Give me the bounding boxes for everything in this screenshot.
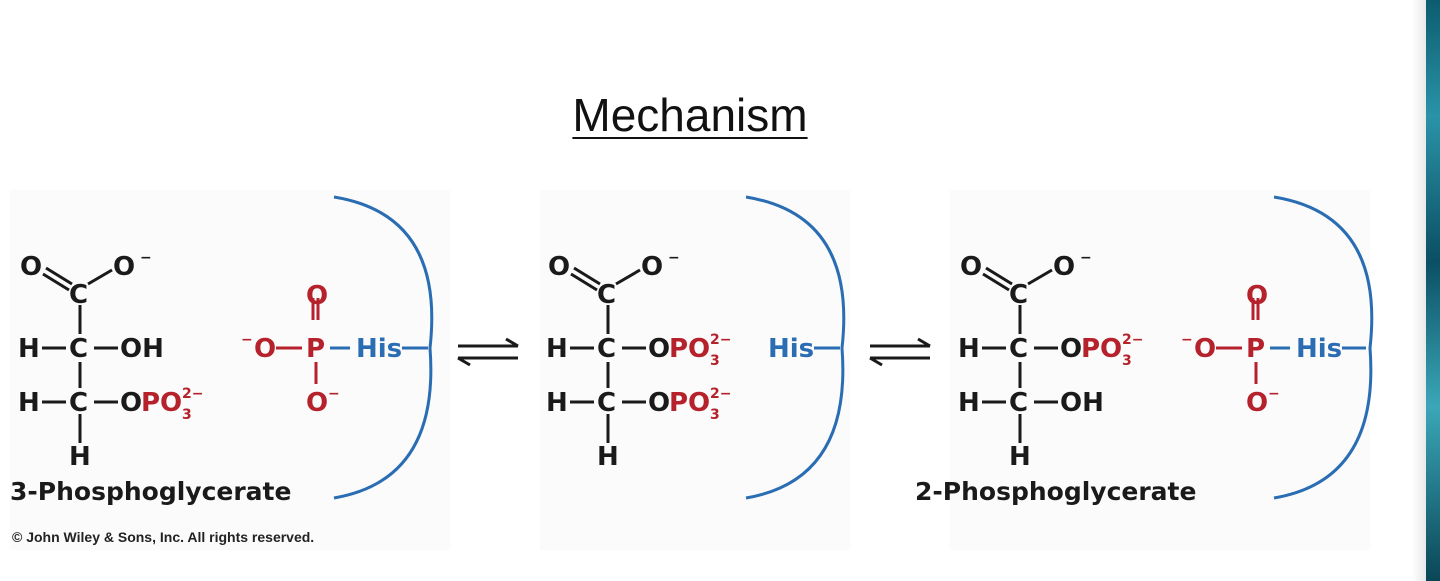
atom-o: O (20, 252, 42, 282)
superscript-2minus: 2− (1122, 332, 1143, 348)
panel-middle (540, 190, 850, 550)
atom-o: O (1246, 281, 1268, 311)
atom-c: C (69, 280, 88, 310)
atom-h: H (1009, 442, 1031, 472)
atom-c: C (597, 388, 616, 418)
charge-minus: − (1268, 386, 1280, 402)
atom-o: O (548, 252, 570, 282)
histidine-label: His (356, 334, 402, 364)
window-edge-strip (1426, 0, 1440, 581)
enzyme-pocket-left (333, 195, 434, 500)
panel-left (10, 190, 450, 550)
histidine-label: His (768, 334, 814, 364)
phosphohistidine-left: O − O P His O − (241, 281, 428, 418)
phosphate-po: PO (141, 388, 182, 418)
atom-c: C (69, 388, 88, 418)
subscript-3: 3 (710, 353, 720, 369)
compound-name-left: 3-Phosphoglycerate (10, 477, 291, 506)
atom-c: C (1009, 334, 1028, 364)
charge-minus: − (241, 332, 253, 348)
atom-h: H (18, 388, 40, 418)
atom-h: H (597, 442, 619, 472)
atom-h: H (69, 442, 91, 472)
hydroxyl-group: OH (1060, 388, 1104, 418)
histidine-middle: His (768, 334, 840, 364)
charge-minus: − (668, 250, 680, 266)
atom-o: O (648, 334, 670, 364)
charge-minus: − (328, 386, 340, 402)
superscript-2minus: 2− (182, 386, 203, 402)
atom-c: C (69, 334, 88, 364)
atom-o: O (120, 388, 142, 418)
compound-3-phosphoglycerate: O O − C H C OH H C O PO 3 2− H (18, 250, 203, 472)
enzyme-pocket-middle (745, 195, 846, 500)
slide-title: Mechanism (572, 89, 808, 141)
atom-h: H (958, 334, 980, 364)
compound-name-right: 2-Phosphoglycerate (915, 477, 1196, 506)
atom-o: O (641, 252, 663, 282)
charge-minus: − (1080, 250, 1092, 266)
phosphate-po: PO (1081, 334, 1122, 364)
atom-o: O (960, 252, 982, 282)
atom-o: O (648, 388, 670, 418)
atom-o: O (1053, 252, 1075, 282)
atom-o: O (1060, 334, 1082, 364)
atom-o: O (113, 252, 135, 282)
superscript-2minus: 2− (710, 332, 731, 348)
atom-c: C (597, 280, 616, 310)
charge-minus: − (140, 250, 152, 266)
atom-h: H (18, 334, 40, 364)
phosphate-po: PO (669, 334, 710, 364)
superscript-2minus: 2− (710, 386, 731, 402)
atom-c: C (597, 334, 616, 364)
atom-o: O (306, 388, 328, 418)
equilibrium-arrow-1 (457, 337, 519, 367)
equilibrium-arrow-2 (869, 337, 931, 367)
subscript-3: 3 (182, 407, 192, 423)
charge-minus: − (1181, 332, 1193, 348)
enzyme-pocket-right (1273, 195, 1374, 500)
atom-o: O (1246, 388, 1268, 418)
atom-o: O (1194, 334, 1216, 364)
slide-edge-shadow (1412, 0, 1426, 581)
atom-c: C (1009, 388, 1028, 418)
atom-h: H (958, 388, 980, 418)
atom-h: H (546, 334, 568, 364)
compound-2-3-bisphosphoglycerate: O O − C H C O PO 3 2− H C O PO 3 2− H (546, 250, 731, 472)
histidine-label: His (1296, 334, 1342, 364)
hydroxyl-group: OH (120, 334, 164, 364)
atom-o: O (254, 334, 276, 364)
phosphohistidine-right: O − O P His O − (1181, 281, 1366, 418)
phosphate-po: PO (669, 388, 710, 418)
atom-o: O (306, 281, 328, 311)
atom-p: P (1246, 334, 1265, 364)
atom-c: C (1009, 280, 1028, 310)
subscript-3: 3 (710, 407, 720, 423)
atom-p: P (306, 334, 325, 364)
copyright-notice: © John Wiley & Sons, Inc. All rights res… (12, 529, 315, 545)
subscript-3: 3 (1122, 353, 1132, 369)
atom-h: H (546, 388, 568, 418)
compound-2-phosphoglycerate: O O − C H C O PO 3 2− H C OH H (958, 250, 1143, 472)
